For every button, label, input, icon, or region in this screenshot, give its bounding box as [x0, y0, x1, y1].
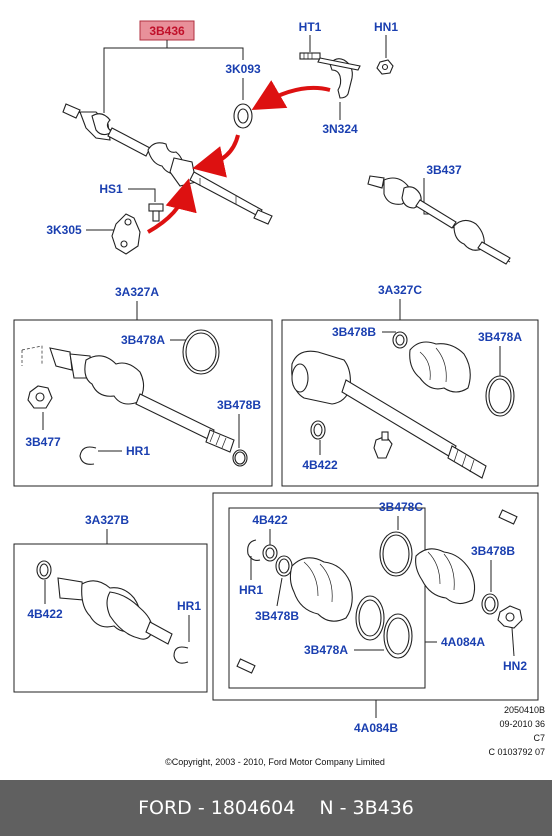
label-k093[interactable]: 3K093	[225, 62, 261, 76]
circlip-4b422-3[interactable]	[262, 544, 278, 562]
label-hr1-3[interactable]: HR1	[177, 599, 201, 613]
label-b478b-2[interactable]: 3B478B	[332, 325, 376, 339]
label-b478a-1[interactable]: 3B478A	[121, 333, 165, 347]
boot-outer-4a084b[interactable]	[415, 548, 476, 605]
clamp-3b478a-2[interactable]	[485, 375, 515, 417]
box-3a327a	[13, 319, 273, 487]
clamp-3b478c[interactable]	[379, 531, 413, 577]
label-b422-3[interactable]: 4B422	[252, 513, 288, 527]
circlip-hr1-1[interactable]	[79, 446, 97, 465]
bolt-hs1[interactable]	[148, 203, 164, 222]
box-3a327c	[281, 319, 539, 487]
footer-bar: FORD - 1804604 N - 3B436	[0, 780, 552, 836]
nut-3b477[interactable]	[27, 385, 53, 409]
label-b422-1[interactable]: 4B422	[302, 458, 338, 472]
meta-line1: 2050410B	[504, 705, 545, 715]
clamp-3b478b-4[interactable]	[481, 593, 499, 615]
label-b437[interactable]: 3B437	[426, 163, 462, 177]
meta-line4: C 0103792 07	[488, 747, 545, 757]
clamp-3b478b-1[interactable]	[232, 449, 248, 467]
pin-lower[interactable]	[236, 658, 256, 674]
clamp-3b478b-2[interactable]	[392, 331, 408, 349]
label-b478b-4[interactable]: 3B478B	[471, 544, 515, 558]
label-a084a[interactable]: 4A084A	[441, 635, 485, 649]
clamp-3b478a-3a[interactable]	[355, 595, 385, 641]
label-b478b-1[interactable]: 3B478B	[217, 398, 261, 412]
label-a327c[interactable]: 3A327C	[378, 283, 422, 297]
label-b478a-2[interactable]: 3B478A	[478, 330, 522, 344]
bracket-3n324[interactable]	[317, 57, 361, 99]
meta-line2: 09-2010 36	[499, 719, 545, 729]
circlip-hr1-3[interactable]	[173, 646, 189, 664]
label-hr1-2[interactable]: HR1	[239, 583, 263, 597]
arrow-bracket-to-bearing	[251, 80, 331, 111]
footer-number: N - 3B436	[319, 797, 414, 819]
label-hr1-1[interactable]: HR1	[126, 444, 150, 458]
circlip-4b422-1[interactable]	[310, 420, 326, 440]
label-ht1[interactable]: HT1	[299, 20, 322, 34]
label-b477[interactable]: 3B477	[25, 435, 61, 449]
bearing-3k093[interactable]	[233, 103, 253, 129]
label-a327b[interactable]: 3A327B	[85, 513, 129, 527]
support-3k305[interactable]	[111, 213, 141, 255]
label-a327a[interactable]: 3A327A	[115, 285, 159, 299]
stud-ht1[interactable]	[299, 52, 321, 60]
circlip-4b422-2[interactable]	[36, 560, 52, 580]
box-4a084a	[228, 507, 426, 689]
boot-3a327c[interactable]	[409, 341, 471, 393]
clamp-3b478a-1[interactable]	[182, 329, 220, 375]
meta-line3: C7	[533, 733, 545, 743]
clamp-3b478a-3b[interactable]	[383, 613, 413, 659]
label-n324[interactable]: 3N324	[322, 122, 358, 136]
arrow-support-to-shaft	[147, 178, 197, 234]
tripod-spider[interactable]	[373, 431, 393, 459]
boot-inner-4a084a[interactable]	[289, 557, 353, 622]
joint-assembly-3a327b[interactable]	[57, 577, 173, 645]
pin-upper[interactable]	[498, 509, 518, 525]
label-a084b[interactable]: 4A084B	[354, 721, 398, 735]
label-b478b-3[interactable]: 3B478B	[255, 609, 299, 623]
joint-assembly-3a327c[interactable]	[291, 350, 487, 479]
label-b478a-3[interactable]: 3B478A	[304, 643, 348, 657]
driveshaft-3b437[interactable]	[367, 175, 511, 265]
box-3a327b	[13, 543, 208, 693]
label-k305[interactable]: 3K305	[46, 223, 82, 237]
label-hn1[interactable]: HN1	[374, 20, 398, 34]
copyright: ©Copyright, 2003 - 2010, Ford Motor Comp…	[165, 757, 385, 767]
nut-hn2[interactable]	[497, 605, 523, 629]
label-hs1[interactable]: HS1	[99, 182, 123, 196]
nut-hn1[interactable]	[376, 59, 394, 75]
label-b478c[interactable]: 3B478C	[379, 500, 423, 514]
clamp-3b478b-3[interactable]	[275, 555, 293, 577]
parts-diagram: 3B436 HT1 HN1 3N324 3K093	[13, 20, 545, 767]
label-hn2[interactable]: HN2	[503, 659, 527, 673]
label-main-part[interactable]: 3B436	[149, 24, 185, 38]
joint-assembly-3a327a[interactable]	[21, 345, 235, 453]
arrow-bearing-to-shaft	[192, 134, 240, 178]
label-b422-2[interactable]: 4B422	[27, 607, 63, 621]
circlip-hr1-2[interactable]	[247, 539, 261, 561]
footer-part: FORD - 1804604	[138, 797, 296, 819]
